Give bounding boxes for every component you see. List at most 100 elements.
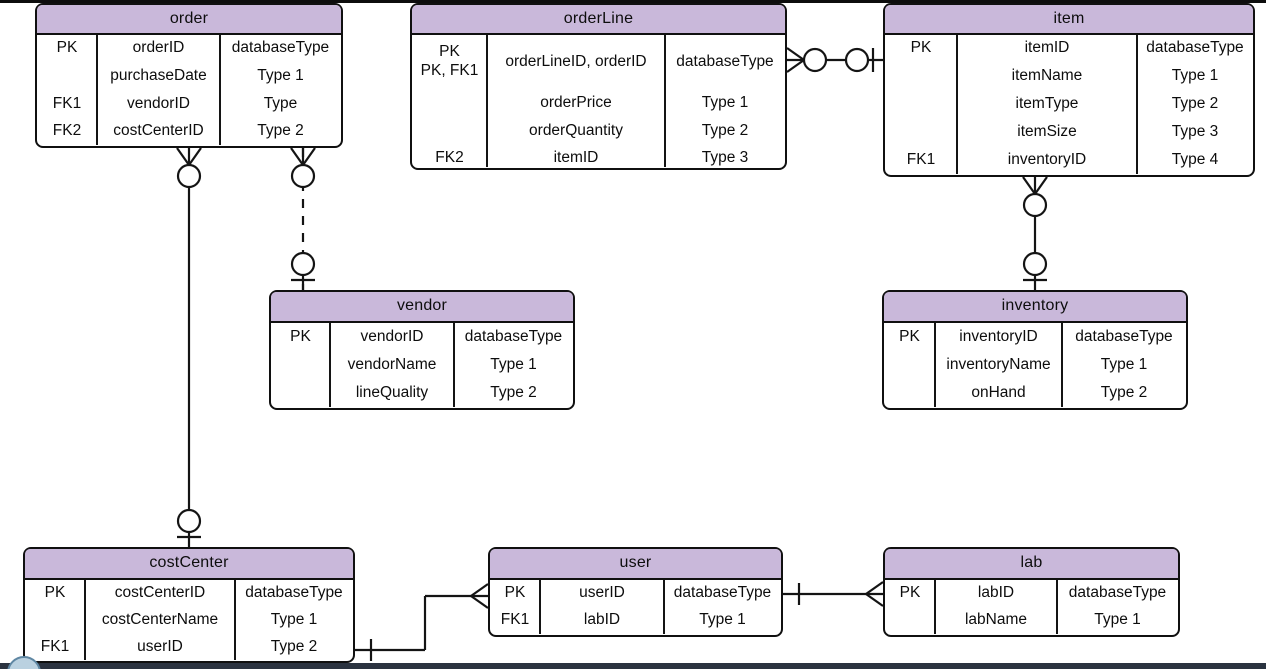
column-divider [664,34,666,168]
relationship-order-vendor[interactable] [290,147,316,290]
cell-name: costCenterID [113,122,204,140]
column-divider [453,322,455,408]
entity-title: costCenter [25,549,353,580]
entity-row: PK PK, FK1 orderLineID, orderID databaseTy… [412,35,785,89]
cell-name: itemSize [1017,123,1077,141]
cell-name: inventoryID [1007,151,1087,169]
cell-key: FK1 [40,637,70,655]
cell-type: Type 2 [1100,383,1148,401]
cell-name: itemType [1015,95,1079,113]
relationship-costCenter-user[interactable] [355,583,489,661]
entity-title: user [490,549,781,580]
cell-type: Type [263,94,298,112]
cell-type: databaseType [676,52,774,70]
cell-name: itemID [1024,39,1070,57]
cell-name: vendorID [127,94,190,112]
cell-key: PK [899,327,920,345]
cell-key: PK [44,583,66,601]
cell-type: Type 4 [1171,151,1219,169]
cell-type: Type 2 [701,121,749,139]
cell-key: FK2 [435,149,464,166]
cell-name: labName [964,611,1028,629]
column-divider [1061,322,1063,408]
cell-key: PK [290,327,311,345]
cell-name: onHand [971,383,1026,401]
cell-name: itemID [553,149,599,166]
entity-title: vendor [271,292,573,323]
column-divider [663,579,665,635]
cell-name: inventoryName [946,355,1051,373]
relationship-orderLine-item[interactable] [786,47,883,73]
cell-type: Type 3 [1171,123,1219,141]
column-divider [956,34,958,175]
cell-name: userID [579,584,625,602]
cell-type: databaseType [673,584,772,602]
top-border-line [0,0,1266,3]
cell-name: inventoryID [959,327,1038,345]
cell-key: FK2 [52,122,82,140]
cell-key: PK [910,39,932,57]
cell-type: databaseType [231,39,330,57]
cell-type: Type 3 [701,149,749,166]
column-divider [934,579,936,635]
cell-type: Type 2 [270,637,318,655]
cell-name: vendorName [347,355,437,373]
column-divider [1056,579,1058,635]
cell-key: PK [899,584,921,602]
relationship-user-lab[interactable] [783,581,884,607]
entity-row: FK1 inventoryID Type 4 [885,146,1253,174]
cell-key: FK1 [906,151,936,169]
cell-name: purchaseDate [110,66,207,84]
cell-name: orderLineID, orderID [505,52,647,70]
cell-name: itemName [1011,67,1083,85]
column-divider [1136,34,1138,175]
column-divider [96,34,98,146]
cell-key: PK PK, FK1 [420,43,479,79]
relationship-item-inventory[interactable] [1022,176,1048,290]
entity-row: FK1 userID Type 2 [25,634,353,661]
cell-name: userID [137,637,183,655]
cell-type: Type 1 [699,611,746,629]
column-divider [219,34,221,146]
entity-row: onHand Type 2 [884,379,1186,407]
cell-name: orderQuantity [529,121,623,139]
entity-title: item [885,5,1253,35]
cell-name: vendorID [360,327,424,345]
cell-name: costCenterName [101,610,219,628]
entity-title: order [37,5,341,35]
cell-type: databaseType [1068,584,1167,602]
cell-name: labID [583,611,621,629]
cell-key: PK [56,39,78,57]
relationship-order-costCenter[interactable] [176,147,202,547]
cell-name: orderID [132,39,185,57]
bottom-bar [0,663,1266,669]
column-divider [539,579,541,635]
entity-row: PK itemID databaseType [885,35,1253,63]
column-divider [486,34,488,168]
cell-type: databaseType [1146,39,1244,57]
